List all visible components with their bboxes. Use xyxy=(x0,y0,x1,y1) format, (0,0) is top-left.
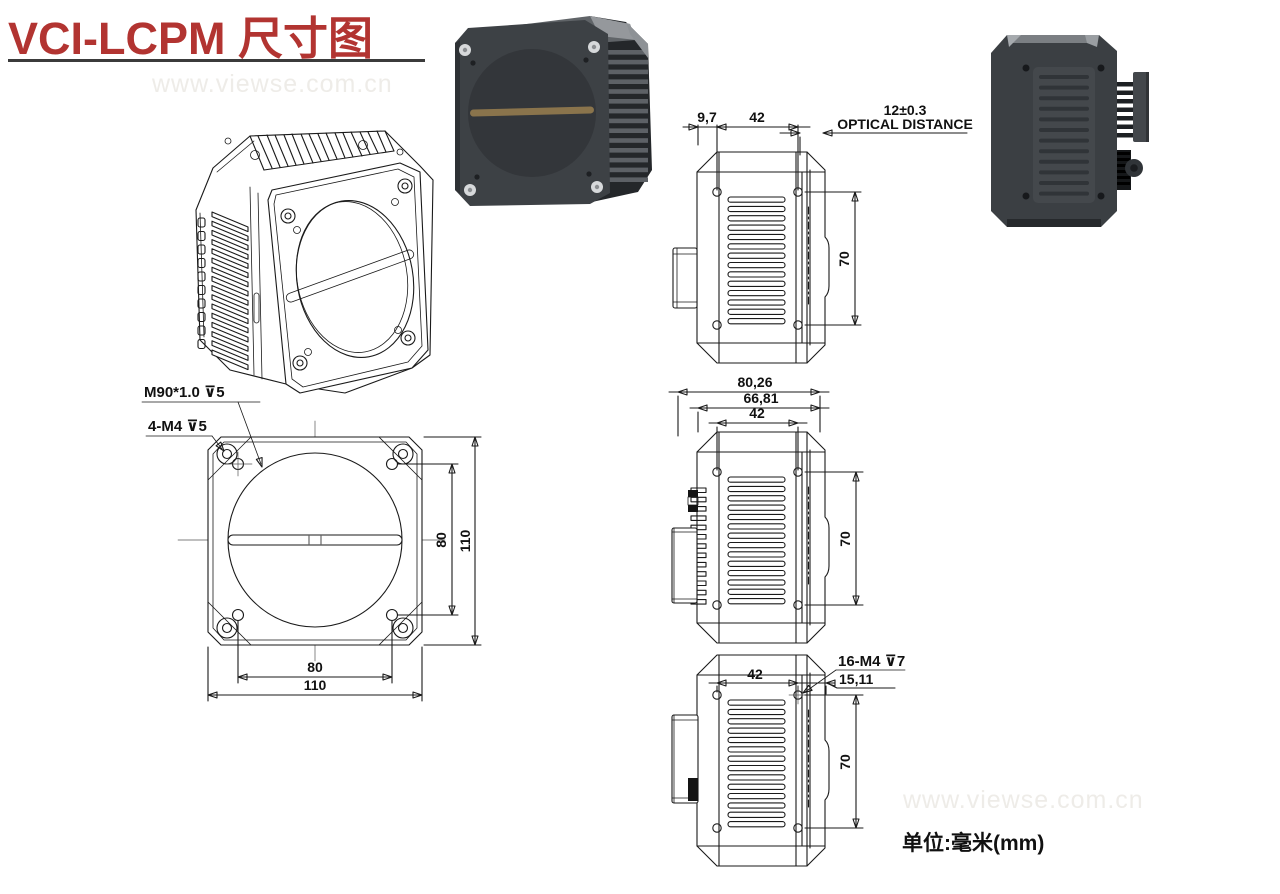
front-screws xyxy=(459,41,603,196)
camera-photo-side xyxy=(991,35,1149,227)
dim-42: 42 xyxy=(749,405,765,421)
dim-70: 70 xyxy=(836,251,852,267)
iso-screws xyxy=(224,137,416,371)
unit-note: 单位:毫米(mm) xyxy=(902,832,1045,855)
optical-distance-label: OPTICAL DISTANCE xyxy=(837,116,973,132)
dim-lines-70 xyxy=(804,191,862,326)
rear-fins xyxy=(1117,82,1133,138)
dim-lines-bottom xyxy=(207,620,423,702)
lens-mount-circle xyxy=(295,200,415,358)
thread-label: M90*1.0 ⊽5 xyxy=(144,384,225,401)
rear-connector xyxy=(672,247,698,309)
side-screws xyxy=(1022,64,1105,200)
dim-80-vertical: 80 xyxy=(433,532,449,548)
side-view-middle-drawing: 80,26 66,81 42 70 xyxy=(668,374,864,655)
top-fins xyxy=(249,130,395,171)
dim-66-81: 66,81 xyxy=(743,390,778,406)
dim-lines-right xyxy=(397,436,482,646)
watermark-bottom: www.viewse.com.cn xyxy=(903,786,1144,814)
dim-70: 70 xyxy=(837,531,853,547)
dim-15-11: 15,11 xyxy=(839,671,873,687)
dim-42: 42 xyxy=(749,109,765,125)
sensor-slit xyxy=(285,249,415,303)
front-view-drawing: M90*1.0 ⊽5 4-M4 ⊽5 80 110 80 110 xyxy=(141,384,482,702)
aux-connector xyxy=(687,490,699,512)
camera-photo-front xyxy=(455,16,652,206)
optical-distance-value: 12±0.3 xyxy=(884,102,927,118)
heatsink-fins xyxy=(602,50,648,182)
dim-80-26: 80,26 xyxy=(737,374,772,390)
sensor-slit xyxy=(227,534,403,546)
iso-line-drawing xyxy=(195,130,434,394)
rear-connector xyxy=(671,527,698,604)
dim-80-horizontal: 80 xyxy=(307,659,323,675)
lower-fins xyxy=(1117,152,1130,185)
dim-42: 42 xyxy=(747,666,763,682)
dim-110-vertical: 110 xyxy=(457,529,473,552)
side-view-bottom-drawing: 42 15,11 16-M4 ⊽7 70 xyxy=(671,653,906,894)
title-underline xyxy=(8,59,425,62)
front-plate xyxy=(267,162,429,394)
left-fins xyxy=(211,211,249,371)
dim-110-horizontal: 110 xyxy=(304,677,327,693)
dim-lines-70 xyxy=(804,471,864,606)
optical-distance-lines xyxy=(779,132,968,156)
dim-lines-top xyxy=(668,391,830,471)
aux-connector xyxy=(688,778,698,801)
page-title: VCI-LCPM 尺寸图 xyxy=(8,13,373,64)
dim-70: 70 xyxy=(837,754,853,770)
line-scan-sensor-slit xyxy=(470,106,594,117)
mount-holes-label: 16-M4 ⊽7 xyxy=(838,653,905,670)
dim-lines-70 xyxy=(804,694,864,829)
left-bevel-slots xyxy=(197,217,206,350)
watermark-top: www.viewse.com.cn xyxy=(152,70,393,98)
io-connector-block xyxy=(1133,72,1149,142)
dim-9-7: 9,7 xyxy=(697,109,717,125)
corner-holes-label: 4-M4 ⊽5 xyxy=(148,418,207,435)
side-view-top-drawing: 9,7 42 12±0.3 OPTICAL DISTANCE 70 xyxy=(672,102,973,380)
side-ribs xyxy=(1039,75,1089,196)
